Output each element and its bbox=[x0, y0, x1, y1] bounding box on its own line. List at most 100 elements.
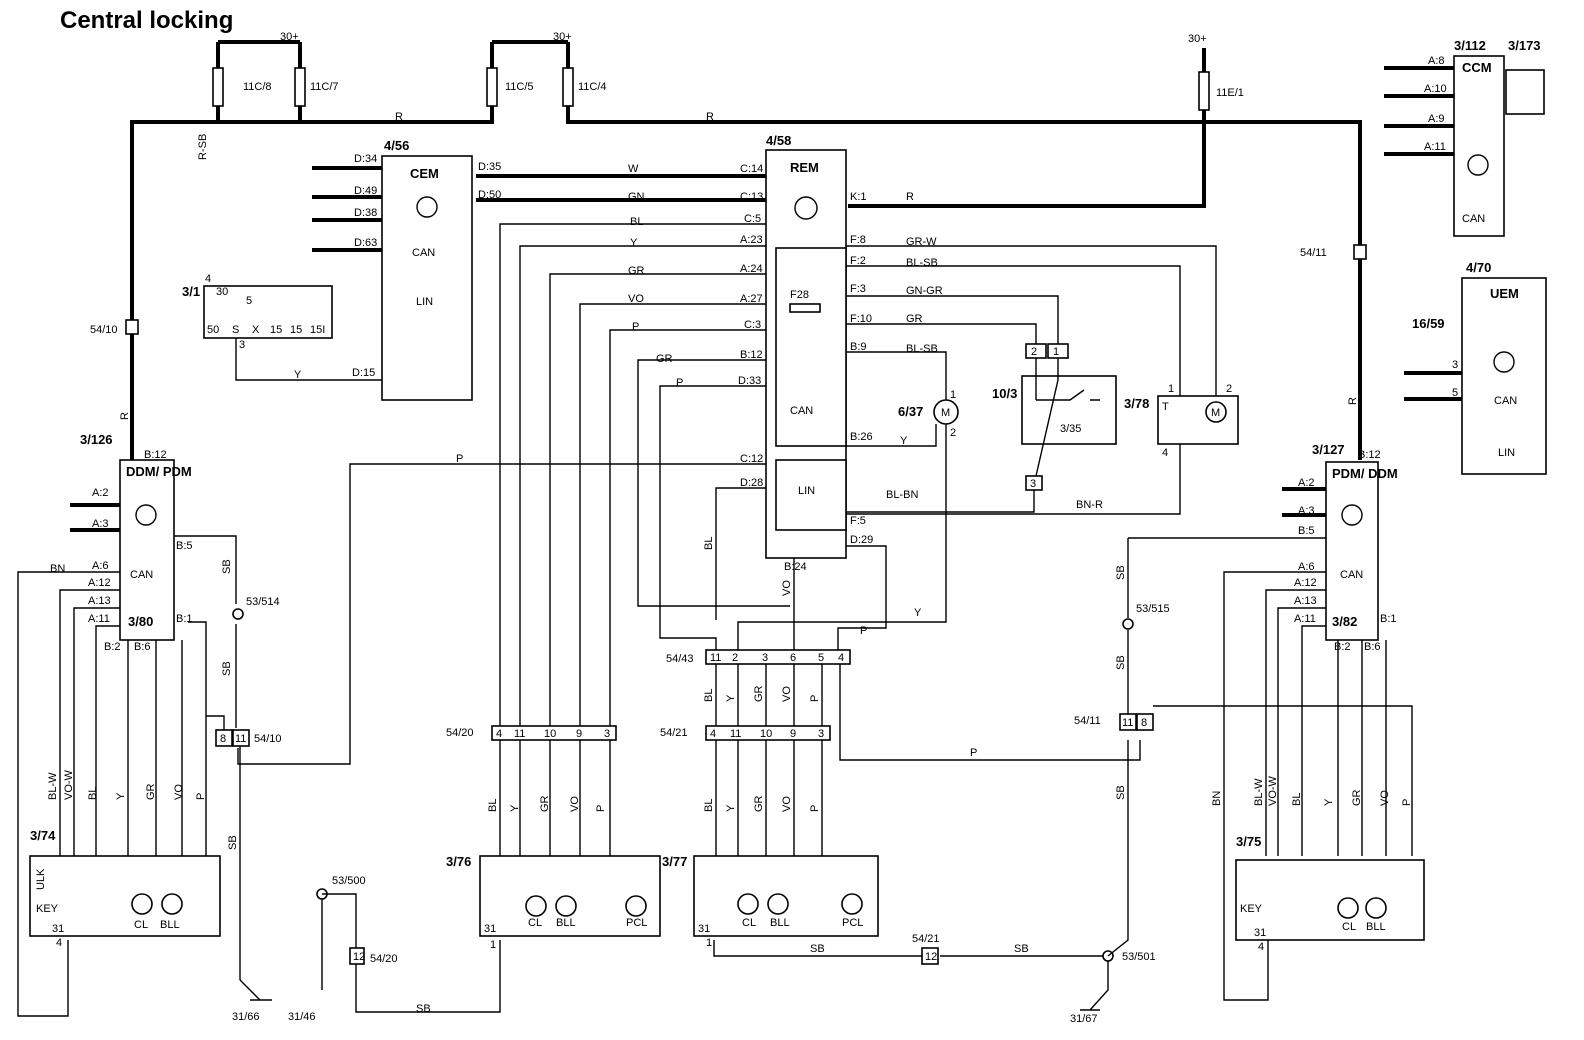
svg-text:SB: SB bbox=[810, 943, 825, 955]
svg-text:4: 4 bbox=[56, 937, 62, 949]
lock-3-74: 3/74 ULK KEY CL BLL 31 4 bbox=[29, 828, 221, 949]
svg-text:54/21: 54/21 bbox=[912, 933, 940, 945]
svg-text:KEY: KEY bbox=[36, 903, 59, 915]
wire-color-label: BL bbox=[630, 216, 643, 228]
svg-text:A:13: A:13 bbox=[88, 595, 111, 607]
svg-text:Y: Y bbox=[725, 804, 737, 812]
svg-text:BL: BL bbox=[487, 799, 499, 812]
pin-label: X bbox=[252, 324, 260, 336]
svg-text:B:1: B:1 bbox=[1380, 613, 1397, 625]
svg-text:P: P bbox=[809, 805, 821, 812]
pin-label: A:10 bbox=[1424, 83, 1447, 95]
rem-id: 4/58 bbox=[766, 133, 791, 148]
svg-text:3/82: 3/82 bbox=[1332, 614, 1357, 629]
wire-color-label: Y bbox=[630, 237, 638, 249]
supply-label-c: 30+ bbox=[1188, 33, 1207, 45]
pin-label: 50 bbox=[207, 324, 219, 336]
svg-text:11: 11 bbox=[1122, 717, 1133, 729]
pin-label: D:38 bbox=[354, 207, 377, 219]
pin-label: D:34 bbox=[354, 153, 377, 165]
rem-left-pins: C:14 C:13 C:5 A:23 A:24 A:27 C:3 B:12 D:… bbox=[738, 163, 763, 489]
wire-color-label: GR bbox=[906, 313, 923, 325]
pin-label: 5 bbox=[1452, 387, 1458, 399]
transistor-icon bbox=[1493, 351, 1515, 373]
pin-label: T bbox=[1162, 401, 1169, 413]
svg-text:3/74: 3/74 bbox=[30, 828, 56, 843]
wire-color-label: R-SB bbox=[197, 134, 209, 160]
ign-id: 3/1 bbox=[182, 284, 200, 299]
svg-text:M: M bbox=[941, 407, 950, 419]
power-wires bbox=[70, 40, 1362, 532]
svg-text:BL: BL bbox=[703, 799, 715, 812]
pdm-module: 3/127 PDM/ DDM CAN 3/82 B:12 A:2 A:3 B:5… bbox=[1294, 442, 1398, 653]
svg-text:VO-W: VO-W bbox=[1267, 775, 1279, 806]
svg-text:B:9: B:9 bbox=[850, 341, 867, 353]
wire-color-label: GN bbox=[628, 191, 645, 203]
antenna-id: 16/59 bbox=[1412, 316, 1445, 331]
wire-color-label: BN-R bbox=[1076, 499, 1103, 511]
connector-54-20b bbox=[349, 947, 365, 965]
wire-color-label: Y bbox=[294, 369, 302, 381]
svg-text:C:12: C:12 bbox=[740, 453, 763, 465]
svg-text:GR: GR bbox=[1351, 789, 1363, 806]
diagram-title: Central locking bbox=[60, 7, 233, 34]
ddm-sub-id: 3/80 bbox=[128, 614, 153, 629]
svg-text:31: 31 bbox=[698, 923, 710, 935]
ddm-id: 3/126 bbox=[80, 432, 113, 447]
switch-sub-id: 3/35 bbox=[1060, 423, 1081, 435]
svg-text:54/10: 54/10 bbox=[254, 733, 282, 745]
svg-text:CAN: CAN bbox=[1340, 569, 1363, 581]
ccm-extra: 3/173 bbox=[1508, 38, 1541, 53]
wire-color-label: P bbox=[632, 321, 639, 333]
svg-text:D:33: D:33 bbox=[738, 375, 761, 387]
fuse-11c7 bbox=[294, 67, 306, 107]
svg-text:SB: SB bbox=[1014, 943, 1029, 955]
wire-color-label: R bbox=[906, 191, 914, 203]
svg-text:SB: SB bbox=[227, 835, 239, 850]
svg-text:P: P bbox=[970, 747, 977, 759]
pin-label: S bbox=[232, 324, 239, 336]
svg-text:A:13: A:13 bbox=[1294, 595, 1317, 607]
connector-54-10-pin bbox=[125, 319, 139, 335]
svg-text:BL-W: BL-W bbox=[47, 772, 59, 800]
svg-text:2: 2 bbox=[732, 652, 738, 664]
pin-label: 30 bbox=[216, 286, 228, 298]
svg-text:BL: BL bbox=[703, 689, 715, 702]
pin-label: 2 bbox=[1226, 383, 1232, 395]
ccm-module: 3/112 3/173 CCM A:8 A:10 A:9 A:11 CAN bbox=[1384, 38, 1545, 237]
wire-color-label: R bbox=[395, 111, 403, 123]
transistor-icon bbox=[135, 504, 157, 526]
motor-3-78: M 3/78 T 1 2 4 bbox=[1124, 383, 1239, 459]
svg-text:CL: CL bbox=[528, 917, 542, 929]
pin-label: 3 bbox=[239, 339, 245, 351]
fuse-f28-label: F28 bbox=[790, 289, 809, 301]
ground-label: 31/66 bbox=[232, 1011, 260, 1023]
svg-text:12: 12 bbox=[925, 951, 937, 963]
wire-color-label: BL-BN bbox=[886, 489, 918, 501]
rem-module: 4/58 REM F28 CAN LIN B:24 bbox=[765, 133, 847, 573]
svg-text:BLL: BLL bbox=[1366, 921, 1386, 933]
wire-color-label: R bbox=[706, 111, 714, 123]
svg-text:F:10: F:10 bbox=[850, 313, 872, 325]
splice-label: 53/514 bbox=[246, 596, 280, 608]
svg-text:SB: SB bbox=[1115, 655, 1127, 670]
ccm-name: CCM bbox=[1462, 60, 1492, 75]
svg-text:3/127: 3/127 bbox=[1312, 442, 1345, 457]
svg-text:12: 12 bbox=[353, 951, 365, 963]
svg-text:Y: Y bbox=[1323, 798, 1335, 806]
pin-label: 2 bbox=[950, 427, 956, 439]
svg-text:B:2: B:2 bbox=[1334, 641, 1351, 653]
wire-color-label: Y bbox=[900, 435, 908, 447]
connector-54-11-pin bbox=[1353, 244, 1367, 260]
wire-color-label: BN bbox=[50, 563, 65, 575]
connector-54-10b: 8 11 54/10 bbox=[215, 729, 282, 747]
fuse-11c5 bbox=[486, 67, 498, 107]
wire-color-label: SB bbox=[221, 559, 233, 574]
pin-label: 4 bbox=[205, 273, 211, 285]
connector-label: 54/11 bbox=[1300, 247, 1327, 259]
fuse-label: 11C/8 bbox=[243, 81, 272, 93]
can-label: CAN bbox=[130, 569, 153, 581]
svg-text:6: 6 bbox=[790, 652, 796, 664]
ccm-id: 3/112 bbox=[1454, 38, 1486, 53]
